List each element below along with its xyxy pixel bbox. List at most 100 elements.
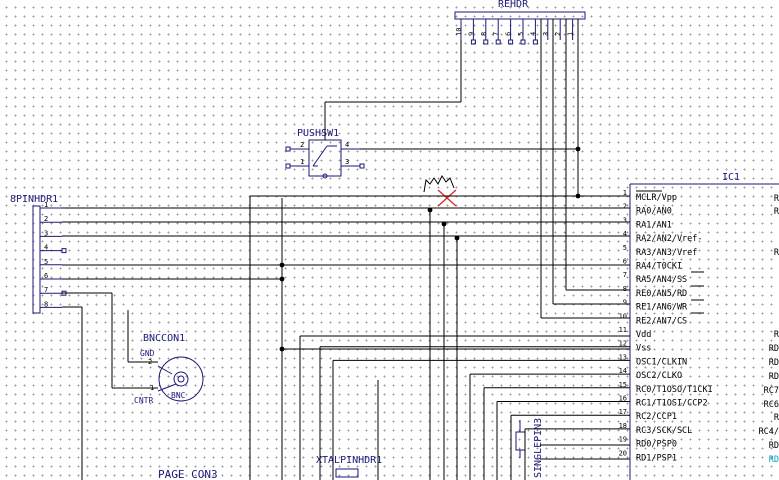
ic1-right-pin-name: R <box>774 248 779 258</box>
ic1-pin-num: 11 <box>619 326 627 334</box>
ic1-pin-name: RC1/T1OSI/CCP2 <box>636 399 708 409</box>
hdr8-pin-num: 7 <box>44 286 48 294</box>
svg-text:1: 1 <box>300 158 304 166</box>
ic1-pin-num: 13 <box>619 353 627 361</box>
ic1-pin-num: 18 <box>619 422 627 430</box>
ic1-pin-name: RA0/AN0 <box>636 207 672 217</box>
ic1-right-pin-name: RC4/ <box>759 427 779 437</box>
rehdr-pin-num: 3 <box>542 32 550 36</box>
ic1-right-pin-name: R <box>774 413 779 423</box>
ic1-pin-num: 3 <box>623 216 627 224</box>
ic1-pin-name: RD0/PSP0 <box>636 440 677 450</box>
ic1-pin-num: 17 <box>619 408 627 416</box>
ic1-pin-name: RC0/T1OSO/T1CKI <box>636 385 713 395</box>
ic1-pin-num: 19 <box>619 436 627 444</box>
ic1-label: IC1 <box>722 172 740 183</box>
ic1-pin-name: Vss <box>636 344 651 354</box>
svg-text:3: 3 <box>345 158 349 166</box>
bnc-cntr-label: CNTR <box>134 396 153 405</box>
ic1-pin-num: 4 <box>623 230 627 238</box>
pushsw-label: PUSHSW1 <box>297 128 339 139</box>
page-con-label: PAGE CON3 <box>158 468 218 480</box>
ic1-right-pin-name: R <box>774 330 779 340</box>
rehdr-pin-num: 10 <box>455 28 463 36</box>
xtal-label: XTALPINHDR1 <box>316 455 382 466</box>
ic1-pin-name: RE2/AN7/CS <box>636 316 687 326</box>
ic1-right-pin-name: R <box>774 194 779 204</box>
ic1-right-pin-name: RD <box>769 344 779 354</box>
bnc-label: BNCCON1 <box>143 333 185 344</box>
svg-text:4: 4 <box>345 141 349 149</box>
singlepin-component[interactable]: SINGLEPIN3 <box>515 418 544 478</box>
ic1-pin-name: RE1/AN6/WR <box>636 303 688 313</box>
hdr8-pin-num: 1 <box>44 201 48 209</box>
ic1-pin-num: 10 <box>619 312 627 320</box>
ic1-pin-num: 8 <box>623 285 627 293</box>
rehdr-pin-num: 1 <box>567 32 575 36</box>
drc-error-marker[interactable] <box>423 175 457 207</box>
ic1-pin-num: 2 <box>623 203 627 211</box>
ic1-pin-name: RD1/PSP1 <box>636 453 677 463</box>
ic1-pin-name: MCLR/Vpp <box>636 193 677 203</box>
ic1-pin-name: Vdd <box>636 330 651 340</box>
ic1-right-pin-name: RD <box>769 372 779 382</box>
ic1-pin-num: 20 <box>619 449 627 457</box>
ic1-pin-num: 5 <box>623 244 627 252</box>
ic1-pin-name: OSC1/CLKIN <box>636 357 687 367</box>
ic1-pin-name: RE0/AN5/RD <box>636 289 687 299</box>
hdr8-pin-num: 6 <box>44 272 48 280</box>
rehdr-pin-num: 5 <box>517 32 525 36</box>
ic1-pin-num: 9 <box>623 299 627 307</box>
ic1-pin-num: 14 <box>619 367 627 375</box>
hdr8-body <box>32 205 41 314</box>
ic1-pin-num: 16 <box>619 395 627 403</box>
hdr8-label: 8PINHDR1 <box>10 194 58 205</box>
singlepin-label: SINGLEPIN3 <box>533 418 544 478</box>
rehdr-pin-num: 4 <box>529 32 537 36</box>
rehdr-pin-num: 6 <box>505 32 513 36</box>
xtal-component[interactable]: XTALPINHDR1 <box>316 455 382 478</box>
hdr8-component[interactable]: 8PINHDR1 1 2 3 4 5 6 7 8 <box>10 194 67 314</box>
xtal-body <box>335 468 359 478</box>
wire-junction <box>279 346 285 352</box>
ic1-pin-num: 12 <box>619 340 627 348</box>
rehdr-pin-num: 7 <box>492 32 500 36</box>
ic1-pin-name: RA2/AN2/Vref- <box>636 234 703 244</box>
ic1-right-pin-name: RD <box>769 455 779 465</box>
ic1-right-pin-name: RD <box>769 441 779 451</box>
bnc-gnd-label: GND <box>140 349 155 358</box>
ic1-pin-name: RC3/SCK/SCL <box>636 426 692 436</box>
rehdr-pin-num: 8 <box>480 32 488 36</box>
svg-text:2: 2 <box>300 141 304 149</box>
wire-junction <box>279 276 285 282</box>
wire-net[interactable] <box>62 19 630 480</box>
ic1-pin-num: 6 <box>623 258 627 266</box>
ic1-right-pin-name: R <box>774 207 779 217</box>
hdr8-pin-num: 3 <box>44 229 48 237</box>
ic1-pin-name: RA4/T0CKI <box>636 262 682 272</box>
ic1-pin-num: 15 <box>619 381 627 389</box>
pushsw-body <box>308 139 342 177</box>
rehdr-label: REHDR <box>498 0 529 10</box>
ic1-pin-name: RA1/AN1 <box>636 220 672 230</box>
ic1-pin-num: 1 <box>623 189 627 197</box>
hdr8-pin-num: 5 <box>44 258 48 266</box>
ic1-pin-name: RA5/AN4/SS <box>636 275 687 285</box>
rehdr-pin-num: 2 <box>554 32 562 36</box>
ic1-pin-num: 7 <box>623 271 627 279</box>
pushsw-component[interactable]: PUSHSW1 2 4 1 3 <box>285 128 365 179</box>
ic1-right-pin-name: RD <box>769 358 779 368</box>
rehdr-body <box>454 11 586 20</box>
ic1-right-pin-name: RC7 <box>764 386 779 396</box>
bnc-component[interactable]: BNCCON1 GND CNTR 2 1 BNC <box>134 333 204 405</box>
ic1-pin-name: OSC2/CLKO <box>636 371 682 381</box>
hdr8-pin-num: 4 <box>44 244 48 252</box>
ic1-right-pin-name: RC6 <box>764 400 779 410</box>
singlepin-body <box>515 431 526 451</box>
hdr8-pin-num: 2 <box>44 215 48 223</box>
hdr8-pin-num: 8 <box>44 300 48 308</box>
rehdr-pin-num: 9 <box>467 32 475 36</box>
